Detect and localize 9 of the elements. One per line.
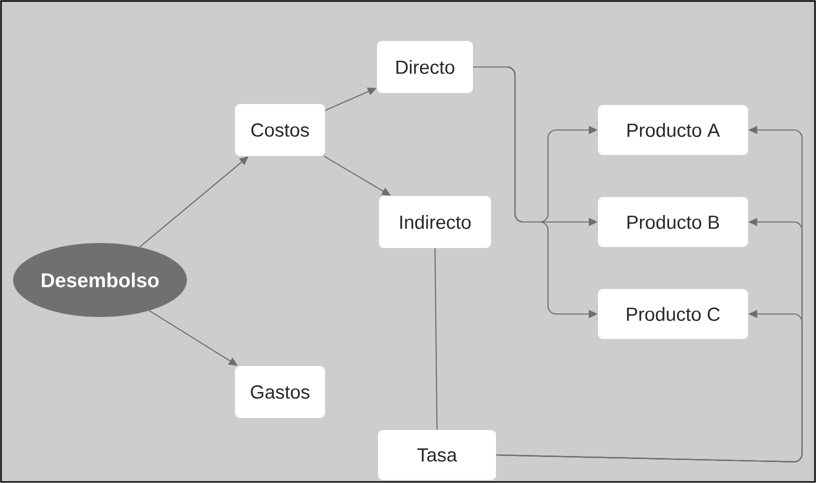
process-box: Directo bbox=[377, 41, 473, 93]
process-box: Costos bbox=[235, 104, 325, 156]
process-box: Gastos bbox=[235, 366, 325, 418]
process-box: Producto C bbox=[598, 289, 748, 339]
process-box: Tasa bbox=[378, 430, 496, 480]
ellipse-node: Desembolso bbox=[13, 243, 187, 317]
process-box: Indirecto bbox=[379, 196, 491, 248]
process-box: Producto B bbox=[598, 197, 748, 247]
process-box: Producto A bbox=[598, 105, 748, 155]
